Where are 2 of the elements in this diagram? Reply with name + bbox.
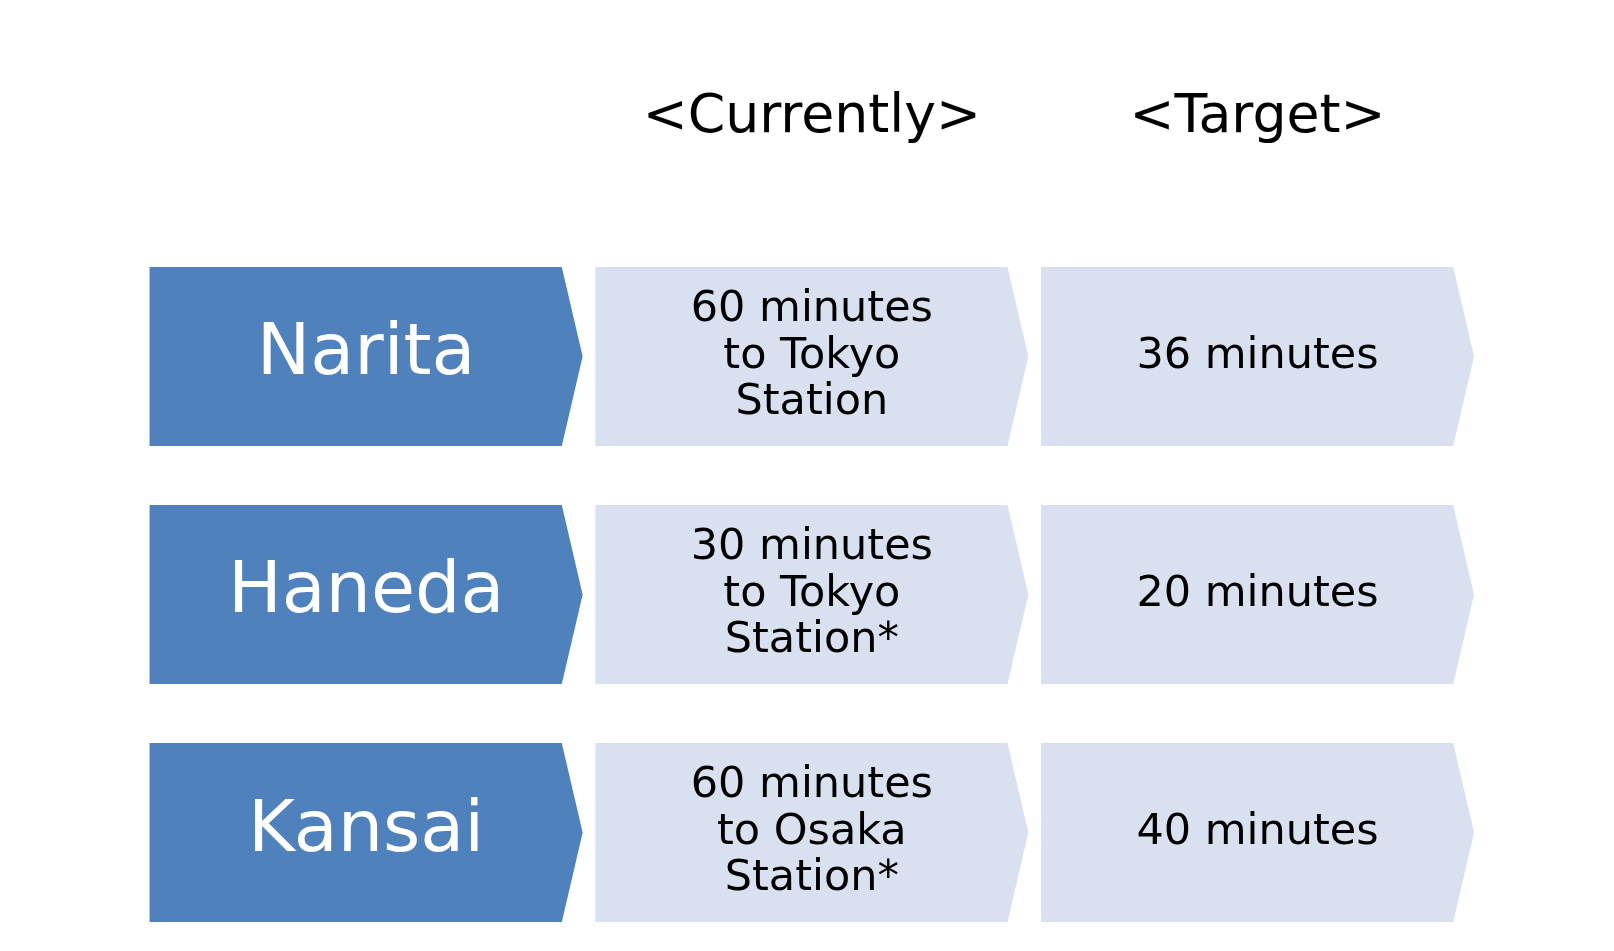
label: <Currently> [642, 81, 981, 145]
label: <Target> [1129, 81, 1386, 145]
